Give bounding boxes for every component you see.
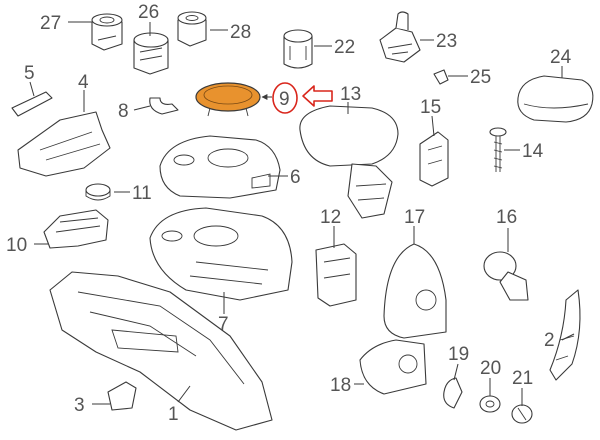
part-18-cover: [359, 339, 427, 395]
label-27: 27: [40, 13, 61, 34]
part-3-clip: [107, 381, 137, 411]
part-19-cap: [443, 377, 463, 409]
label-25: 25: [470, 67, 491, 88]
part-11-cap: [85, 183, 111, 201]
label-19: 19: [448, 344, 469, 365]
label-8: 8: [118, 101, 129, 122]
label-6: 6: [290, 167, 301, 188]
callout-labels: 27 26 28 22 23 24 25 5 4 8 9 13 15 14 11…: [6, 2, 572, 425]
part-21-knob: [511, 404, 533, 424]
label-4: 4: [78, 72, 89, 93]
highlight-arrow: [302, 85, 333, 107]
label-11: 11: [132, 183, 152, 204]
part-15-bracket: [419, 131, 449, 187]
part-4-side-panel: [17, 111, 111, 177]
part-22-cup: [283, 29, 313, 69]
part-10-bracket: [43, 209, 109, 249]
part-7-console-trim: [149, 207, 293, 301]
label-18: 18: [330, 375, 351, 396]
part-6-upper-console: [159, 135, 281, 199]
label-15: 15: [420, 97, 441, 118]
part-5-trim-strip: [11, 91, 53, 117]
callout-lines: [29, 21, 575, 406]
part-16-knob: [483, 251, 529, 301]
part-8-retaining-ring: [149, 97, 179, 115]
part-27-socket: [91, 13, 123, 51]
part-25-clip: [433, 69, 449, 85]
part-12-bracket: [315, 243, 357, 307]
label-17: 17: [404, 207, 425, 228]
highlight-circle: [272, 82, 298, 114]
label-9: 9: [279, 89, 290, 110]
label-12: 12: [320, 207, 341, 228]
label-2: 2: [544, 330, 555, 351]
label-21: 21: [512, 368, 533, 389]
label-5: 5: [24, 63, 35, 84]
part-9-cup-holder-ring: [195, 82, 261, 117]
part-13-armrest: [299, 105, 399, 219]
label-28: 28: [230, 22, 251, 43]
label-20: 20: [480, 358, 501, 379]
part-24-armrest-pad: [517, 75, 594, 123]
label-7: 7: [218, 314, 229, 335]
label-1: 1: [168, 404, 179, 425]
part-28-lighter: [177, 11, 207, 47]
label-22: 22: [334, 37, 355, 58]
label-10: 10: [6, 235, 27, 256]
part-1-lower-console: [49, 271, 273, 431]
label-26: 26: [138, 2, 159, 23]
part-26-socket-housing: [133, 32, 169, 75]
label-23: 23: [436, 31, 457, 52]
label-16: 16: [496, 207, 517, 228]
label-14: 14: [522, 141, 544, 162]
part-20-grommet: [479, 395, 501, 413]
part-23-shift-boot: [379, 11, 421, 63]
part-17-rear-cover: [383, 243, 447, 339]
label-24: 24: [550, 47, 572, 68]
part-14-screw: [489, 127, 507, 172]
label-13: 13: [340, 84, 361, 105]
label-3: 3: [74, 395, 85, 416]
